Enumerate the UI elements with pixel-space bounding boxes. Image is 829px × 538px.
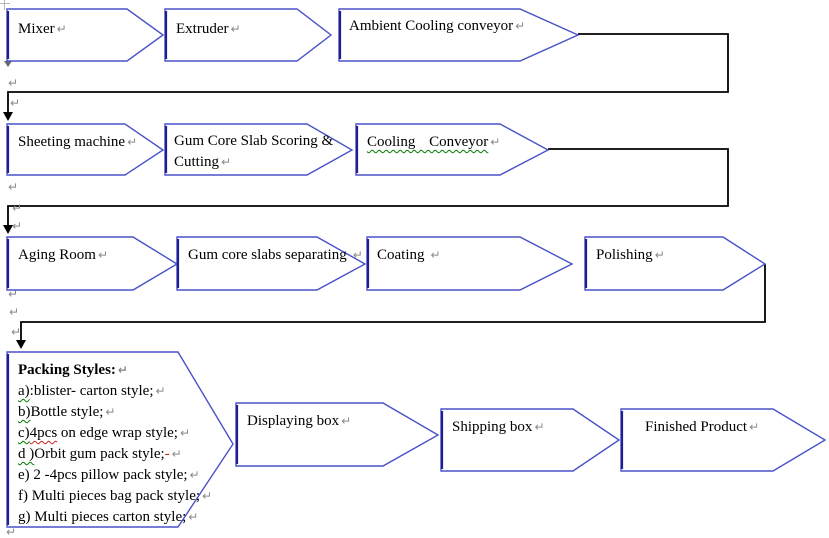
return-mark: ↵ — [127, 135, 138, 149]
return-mark: ↵ — [341, 414, 352, 428]
paragraph-mark: ↵ — [11, 325, 22, 339]
label-finished-product[interactable]: Finished Product↵ — [645, 419, 760, 435]
return-mark: ↵ — [490, 135, 501, 149]
packing-line-e: e) 2 -4pcs pillow pack style;↵ — [18, 467, 200, 483]
packing-line-c: c)4pcs on edge wrap style;↵ — [18, 425, 191, 441]
connector-row2-to-row3[interactable] — [7, 148, 729, 226]
return-mark: ↵ — [117, 363, 128, 377]
connector-arrowhead-row3 — [3, 225, 13, 234]
return-mark: ↵ — [230, 22, 241, 36]
return-mark: ↵ — [105, 405, 116, 419]
connector-arrowhead-row2 — [3, 112, 13, 121]
label-gum-core-slabs-separating[interactable]: Gum core slabs separating↵ — [188, 247, 363, 263]
return-mark: ↵ — [515, 19, 526, 33]
page-boundary-corner-horizontal — [0, 3, 10, 4]
return-mark: ↵ — [352, 248, 363, 262]
return-mark: ↵ — [534, 420, 545, 434]
label-sheeting-machine[interactable]: Sheeting machine↵ — [18, 134, 138, 150]
page-boundary-corner-vertical — [4, 0, 5, 10]
label-aging-room[interactable]: Aging Room↵ — [18, 247, 108, 263]
return-mark: ↵ — [171, 447, 182, 461]
label-ambient-cooling-conveyor[interactable]: Ambient Cooling conveyor↵ — [349, 18, 526, 34]
paragraph-mark: ↵ — [9, 305, 20, 319]
return-mark: ↵ — [155, 384, 166, 398]
paragraph-mark: ↵ — [10, 96, 21, 110]
label-polishing[interactable]: Polishing↵ — [596, 247, 665, 263]
return-mark: ↵ — [654, 248, 665, 262]
label-gum-core-slab-scoring-line2: Cutting↵ — [174, 154, 232, 170]
paragraph-mark: ↵ — [12, 201, 23, 215]
label-extruder[interactable]: Extruder↵ — [176, 21, 241, 37]
packing-line-b: b)Bottle style;↵ — [18, 404, 116, 420]
label-displaying-box[interactable]: Displaying box↵ — [247, 413, 352, 429]
return-mark: ↵ — [221, 155, 232, 169]
return-mark: ↵ — [56, 22, 67, 36]
return-mark: ↵ — [179, 426, 191, 440]
paragraph-mark: ↵ — [8, 76, 19, 90]
label-coating[interactable]: Coating↵ — [377, 247, 441, 263]
packing-line-a: a):blister- carton style;↵ — [18, 383, 166, 399]
return-mark: ↵ — [202, 489, 213, 503]
connector-row1-to-row2[interactable] — [7, 33, 729, 113]
label-mixer[interactable]: Mixer↵ — [18, 21, 67, 37]
paragraph-mark: ↵ — [8, 287, 19, 301]
paragraph-mark: ↵ — [6, 525, 17, 538]
paragraph-mark: ↵ — [12, 219, 23, 233]
connector-row3-to-row4[interactable] — [20, 264, 766, 341]
paragraph-mark: ↵ — [8, 180, 19, 194]
object-anchor-icon — [4, 61, 12, 67]
return-mark: ↵ — [430, 248, 441, 262]
connector-arrowhead-row4 — [16, 340, 26, 349]
return-mark: ↵ — [97, 248, 108, 262]
label-shipping-box[interactable]: Shipping box↵ — [452, 419, 545, 435]
packing-styles-list[interactable]: Packing Styles:↵ a):blister- carton styl… — [18, 360, 212, 528]
label-cooling-conveyor[interactable]: Cooling Conveyor↵ — [367, 134, 501, 150]
label-gum-core-slab-scoring-line1: Gum Core Slab Scoring & — [174, 133, 334, 149]
packing-line-d: d )Orbit gum pack style;-↵ — [18, 446, 182, 462]
packing-styles-title: Packing Styles:↵ — [18, 362, 128, 378]
return-mark: ↵ — [749, 420, 760, 434]
return-mark: ↵ — [188, 510, 199, 524]
packing-line-f: f) Multi pieces bag pack style;↵ — [18, 488, 213, 504]
packing-line-g: g) Multi pieces carton style;↵ — [18, 509, 199, 525]
return-mark: ↵ — [189, 468, 200, 482]
label-gum-core-slab-scoring[interactable]: Gum Core Slab Scoring & Cutting↵ — [174, 131, 333, 173]
